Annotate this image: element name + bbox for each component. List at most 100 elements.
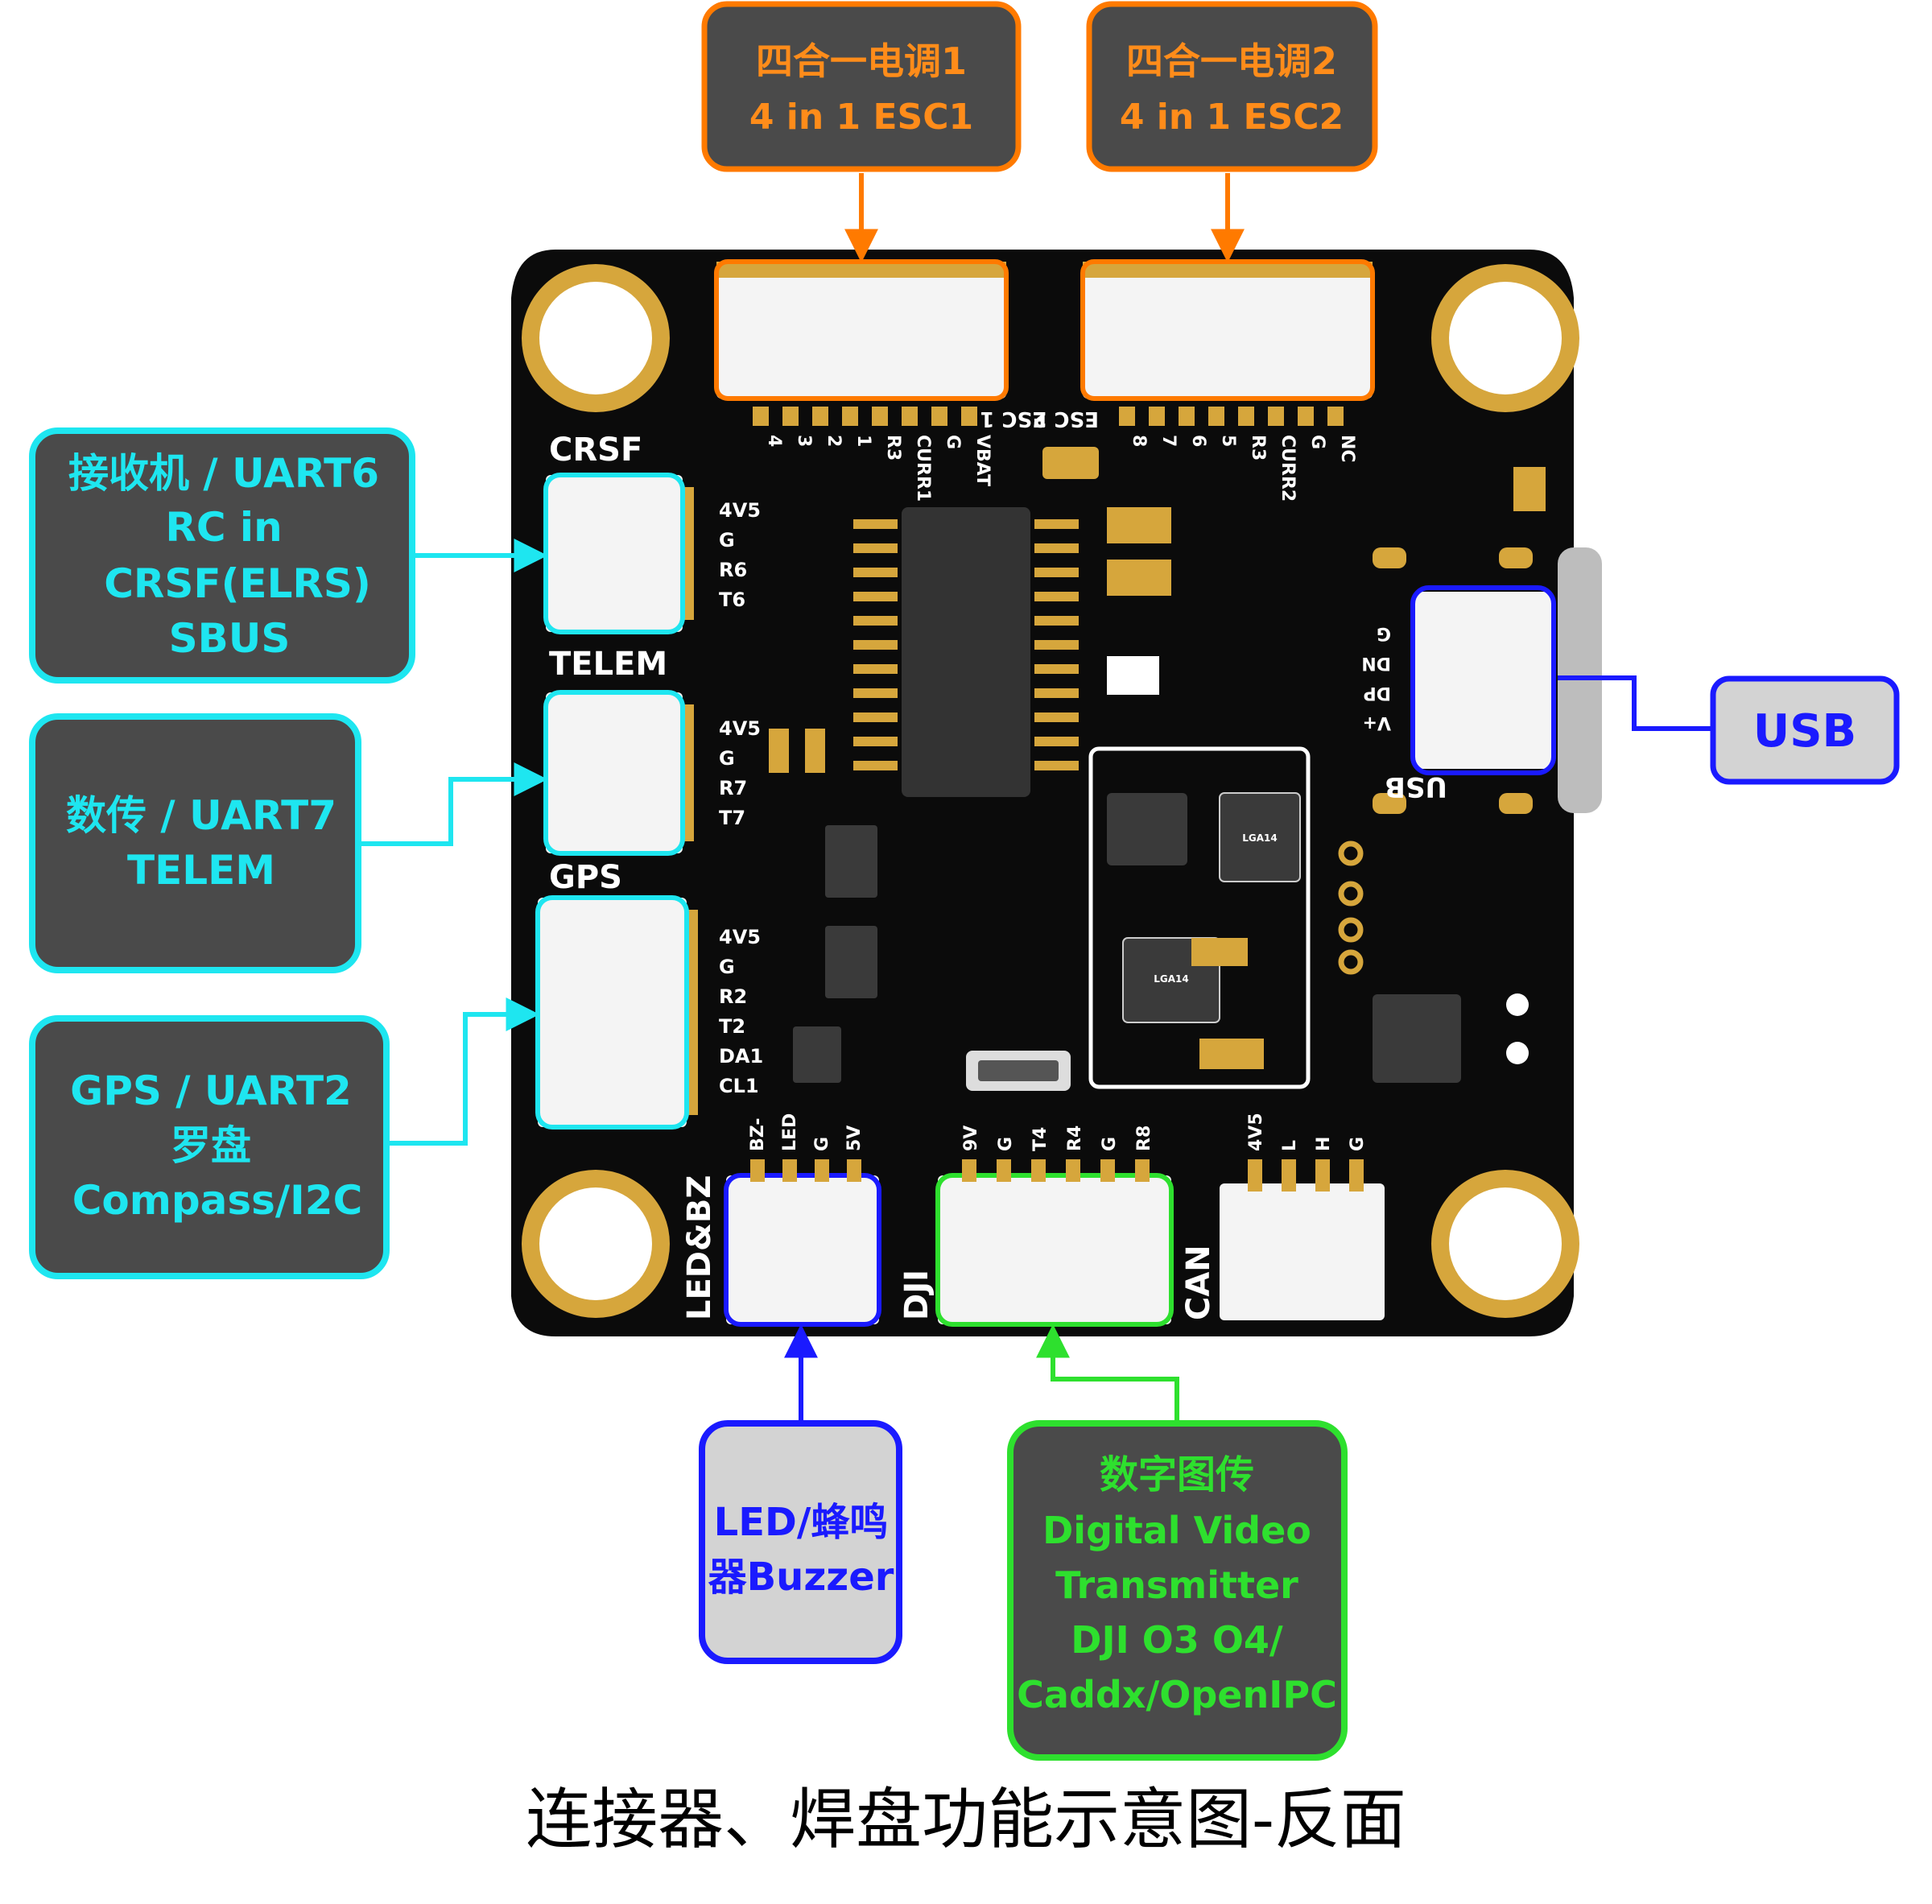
mounting-hole-bottom-right [1431,1170,1579,1318]
esc2-pins-label: 8 [1129,435,1149,447]
callout-telem-line2: TELEM [127,847,275,894]
dji-pins-label: T4 [1030,1127,1051,1151]
usb-pins-label: G [1377,623,1391,643]
gps-pins-label: R2 [719,985,747,1008]
esc1-pins-label: 2 [824,435,844,447]
esc1-pins-label: R3 [883,435,903,461]
can-pins-label: 4V5 [1246,1113,1266,1151]
esc1-pins-label: 4 [764,435,784,447]
chip-label-lga14-a: LGA14 [1242,832,1277,844]
callout-esc2-line2: 4 in 1 ESC2 [1120,97,1344,138]
esc2-pins-label: R3 [1248,435,1268,461]
dji-connector [935,1173,1174,1327]
diagram-caption: 连接器、焊盘功能示意图-反面 [526,1782,1406,1858]
silk-gps: GPS [549,859,622,896]
esc-current-ic [853,507,1079,797]
callout-receiver: 接收机 / UART6 RC in CRSF(ELRS) SBUS [29,427,415,684]
can-connector [1220,1183,1385,1320]
callout-receiver-line1: 接收机 / UART6 [68,450,379,497]
callout-lines [358,173,1713,1423]
can-pins-label: G [1348,1137,1368,1151]
esc2-pins-label: NC [1337,435,1357,463]
usb-pins-label: DP [1364,683,1391,703]
callout-esc1-line1: 四合一电调1 [756,39,967,83]
telem-connector [543,690,694,856]
telem-pins-label: G [719,747,735,770]
crsf-pins-label: G [719,529,735,551]
silk-dji: DJI [898,1270,935,1320]
led-pins-label: 5V [844,1125,865,1151]
osd-chip [1373,994,1461,1083]
led-pins-label: BZ- [748,1118,768,1151]
callout-telem: 数传 / UART7 TELEM [29,713,361,973]
gps-pins-label: DA1 [719,1045,763,1068]
esc1-pins-label: G [943,435,963,449]
led-pins-label: G [812,1137,832,1151]
callout-video-line2: Digital Video [1042,1509,1311,1552]
callout-buzzer-line1: LED/蜂鸣 [714,1500,889,1545]
callout-receiver-line3: CRSF(ELRS) [104,560,371,607]
callout-receiver-line2: RC in [165,504,282,551]
esc2-connector [1080,259,1375,401]
dji-pins-label: R8 [1134,1125,1154,1151]
mounting-hole-top-right [1431,264,1579,412]
esc2-pins-label: 7 [1158,435,1179,447]
callout-video-line3: Transmitter [1055,1563,1298,1607]
callout-esc2: 四合一电调2 4 in 1 ESC2 [1086,1,1378,172]
mounting-hole-top-left [522,264,670,412]
video-arrow [1036,1324,1179,1423]
bottom-connector-pins [750,1159,1364,1192]
dji-pins-label: G [996,1137,1016,1151]
callout-esc1-line2: 4 in 1 ESC1 [749,97,973,138]
esc-pin-pads [753,407,1344,426]
gps-connector [535,895,698,1130]
can-pins-label: L [1280,1140,1300,1151]
dji-pins-label: G [1100,1137,1120,1151]
esc2-pins-label: CURR2 [1278,435,1298,502]
can-pins-label: H [1314,1137,1334,1151]
crsf-connector [543,473,694,634]
gps-pins-label: G [719,956,735,978]
callout-buzzer: LED/蜂鸣 器Buzzer [699,1420,902,1664]
usb-pins-label: V+ [1363,712,1391,733]
test-pads [1506,993,1529,1064]
silk-led-bz: LED&BZ [681,1175,718,1320]
chip-label-lga14-b: LGA14 [1154,973,1188,985]
telem-arrow [358,762,548,846]
silk-usb: USB [1385,770,1447,803]
callout-telem-line1: 数传 / UART7 [66,792,336,839]
callout-usb-label: USB [1753,705,1857,758]
passive-components [769,447,1546,1069]
gps-arrow [386,997,540,1146]
telem-pins-label: T7 [719,807,745,829]
esc1-connector [714,259,1009,401]
callout-gps-line1: GPS / UART2 [70,1068,352,1114]
led-pin-labels: BZ- LED G 5V [748,1113,865,1151]
crsf-pins-label: R6 [719,559,747,581]
gps-pins-label: 4V5 [719,926,761,948]
usb-pin-labels: G DN DP V+ [1361,623,1391,733]
silk-esc1: ESC 1 [980,407,1046,431]
telem-pins-label: R7 [719,777,747,799]
usb-pins-label: DN [1361,653,1391,673]
callout-video-line1: 数字图传 [1100,1452,1254,1497]
mounting-hole-bottom-left [522,1170,670,1318]
callout-buzzer-line2: 器Buzzer [708,1555,894,1600]
led-pins-label: LED [780,1113,800,1151]
telem-pins-label: 4V5 [719,717,761,740]
led-bz-connector [724,1173,881,1327]
esc2-pins-label: 5 [1218,435,1238,447]
dji-pins-label: 9V [961,1125,981,1151]
esc1-pins-label: 3 [794,435,814,447]
gold-ring-pads [1338,840,1364,975]
callout-gps: GPS / UART2 罗盘 Compass/I2C [29,1015,390,1279]
callout-esc1: 四合一电调1 4 in 1 ESC1 [701,1,1022,172]
dji-pins-label: R4 [1065,1125,1085,1151]
callout-video: 数字图传 Digital Video Transmitter DJI O3 O4… [1007,1420,1348,1761]
silk-can: CAN [1180,1245,1217,1320]
callout-receiver-line4: SBUS [169,615,291,662]
